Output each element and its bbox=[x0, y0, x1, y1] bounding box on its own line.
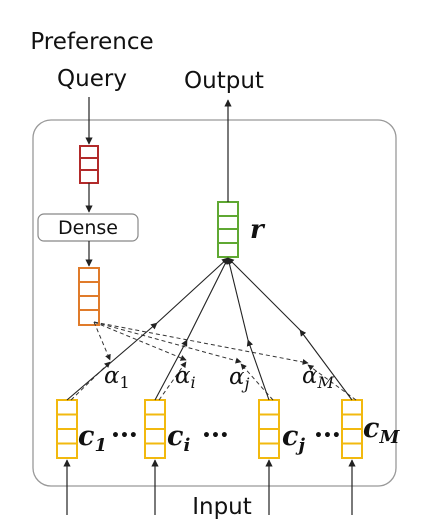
alpha-1-label: α1 bbox=[104, 363, 130, 392]
ellipsis-1: ••• bbox=[111, 428, 138, 444]
preference-label: Preference bbox=[30, 29, 153, 55]
alpha-i-label: αi bbox=[175, 363, 196, 392]
result-vector-r bbox=[217, 201, 239, 258]
sum-to-r-line-1 bbox=[156, 257, 229, 324]
r-label: r bbox=[250, 215, 266, 245]
sum-to-r-line-j bbox=[226, 257, 249, 341]
alpha-m-label: αM bbox=[302, 363, 335, 392]
query-label: Query bbox=[57, 66, 127, 92]
sum-to-r-line-i bbox=[186, 257, 229, 341]
dense-label: Dense bbox=[58, 217, 118, 239]
weighted-context-line-i bbox=[154, 339, 188, 401]
weighted-context-line-m bbox=[299, 329, 353, 401]
sum-to-r-line-m bbox=[227, 257, 301, 331]
attention-context-line-i bbox=[158, 361, 187, 401]
weighted-context-line-1 bbox=[66, 322, 158, 401]
context-i-label: ci bbox=[167, 421, 190, 456]
attention-query-line-m bbox=[93, 321, 309, 365]
attention-query-line-i bbox=[93, 321, 187, 361]
ellipsis-2: ••• bbox=[202, 428, 229, 444]
input-label: Input bbox=[192, 494, 252, 520]
context-m-label: cM bbox=[363, 413, 400, 448]
dense-layer-box bbox=[37, 213, 139, 242]
context-1-label: c1 bbox=[78, 421, 107, 456]
attention-context-line-j bbox=[240, 363, 274, 401]
weighted-context-line-j bbox=[246, 339, 270, 401]
ellipsis-3: ••• bbox=[314, 428, 341, 444]
alpha-j-label: αj bbox=[229, 364, 250, 393]
dense-output-vector bbox=[78, 267, 100, 326]
attention-query-line-j bbox=[93, 321, 242, 364]
model-frame bbox=[32, 119, 397, 487]
output-label: Output bbox=[184, 68, 264, 94]
context-j-label: cj bbox=[282, 421, 305, 456]
query-vector bbox=[79, 145, 99, 184]
